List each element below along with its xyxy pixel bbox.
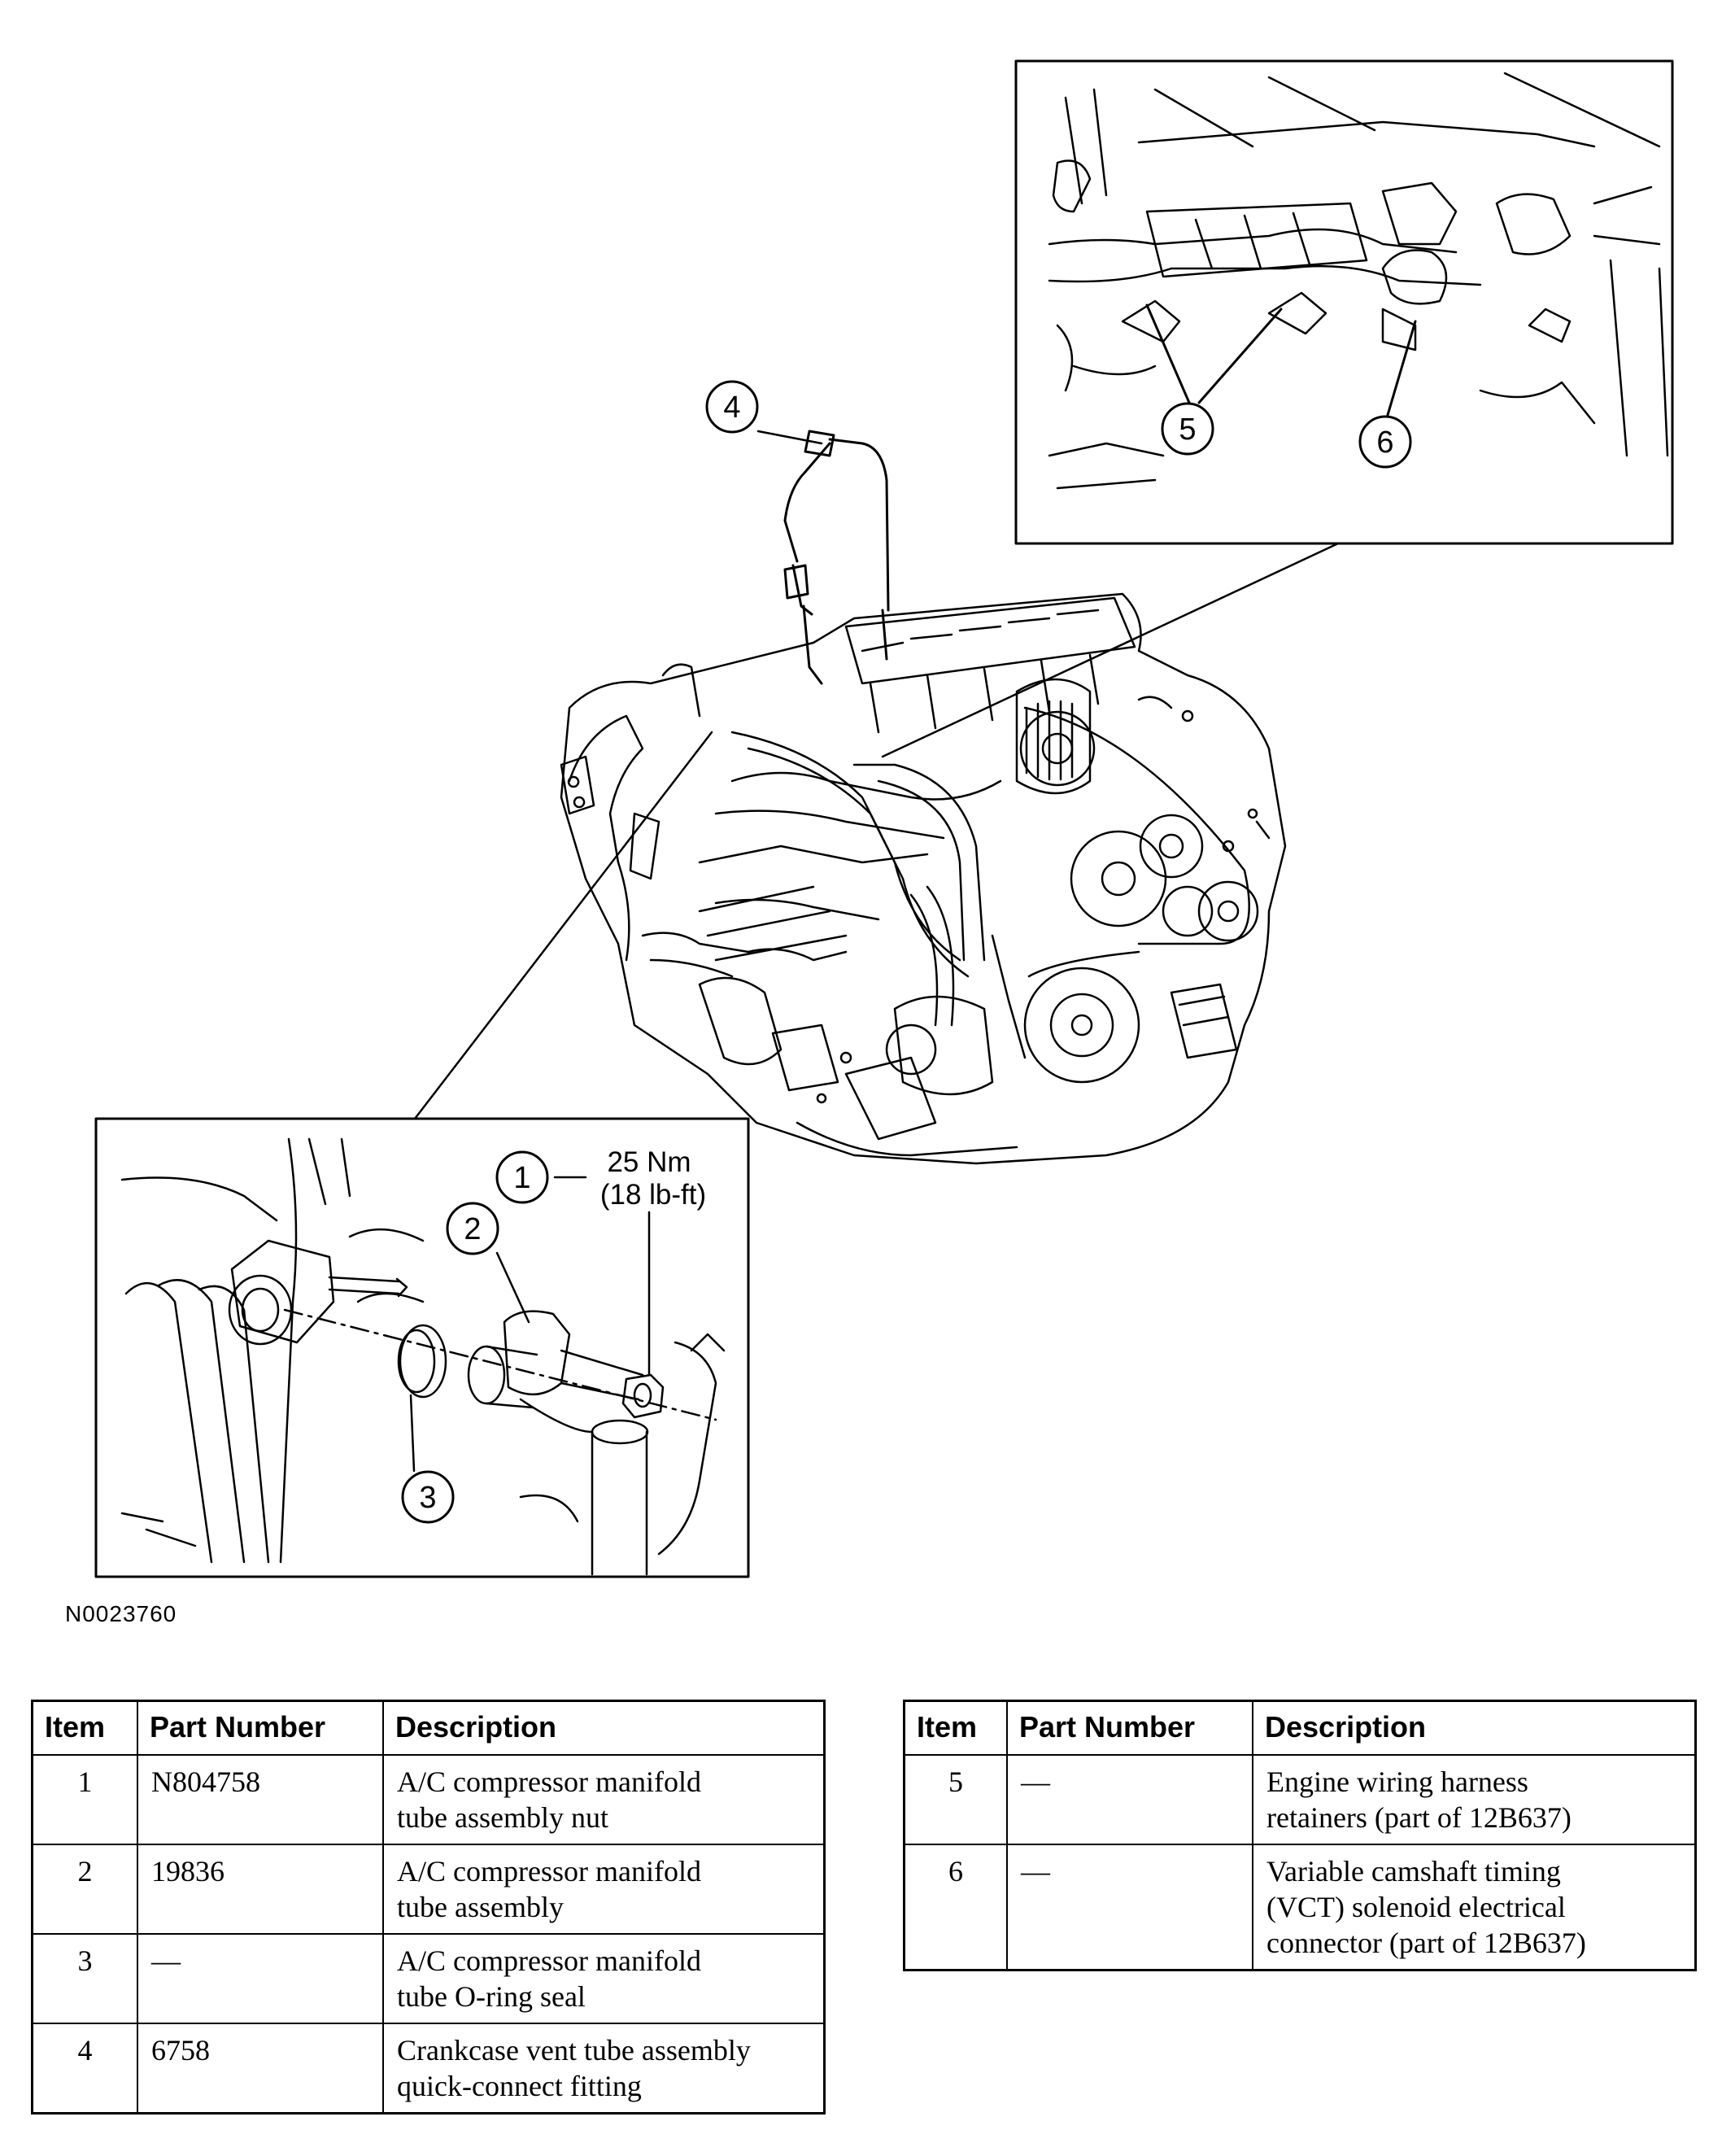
- description-line: connector (part of 12B637): [1266, 1927, 1586, 1959]
- cell-part-number: —: [1006, 1844, 1253, 1971]
- cell-item: 4: [31, 2023, 138, 2115]
- callout-1-label: 1: [513, 1161, 530, 1195]
- column-header-part-number: Part Number: [137, 1700, 384, 1756]
- cell-item: 6: [903, 1844, 1008, 1971]
- cell-item: 3: [31, 1933, 138, 2024]
- description-line: (VCT) solenoid electrical: [1266, 1891, 1566, 1923]
- detail-inset-top: [1014, 59, 1674, 545]
- cell-item: 1: [31, 1754, 138, 1845]
- description-line: tube assembly nut: [397, 1801, 608, 1834]
- cell-description: Variable camshaft timing(VCT) solenoid e…: [1252, 1844, 1697, 1971]
- cell-item: 5: [903, 1754, 1008, 1845]
- description-line: quick-connect fitting: [397, 2070, 642, 2102]
- description-line: A/C compressor manifold: [397, 1855, 701, 1888]
- cell-part-number: N804758: [137, 1754, 384, 1845]
- column-header-item: Item: [31, 1700, 138, 1756]
- table-header-row: Item Part Number Description: [903, 1700, 1697, 1756]
- callout-5: 5: [1161, 402, 1214, 456]
- cell-part-number: —: [1006, 1754, 1253, 1845]
- callout-3-label: 3: [419, 1481, 436, 1515]
- description-line: Crankcase vent tube assembly: [397, 2034, 751, 2067]
- callout-3: 3: [401, 1470, 455, 1524]
- torque-spec-nm: 25 Nm: [607, 1146, 691, 1178]
- engine-body: [560, 592, 1287, 1165]
- description-line: retainers (part of 12B637): [1266, 1801, 1572, 1834]
- table-header-row: Item Part Number Description: [31, 1700, 826, 1756]
- description-line: tube assembly: [397, 1891, 564, 1923]
- cell-item: 2: [31, 1844, 138, 1935]
- parts-table-right: Item Part Number Description 5 — Engine …: [903, 1700, 1697, 1971]
- parts-table-left: Item Part Number Description 1 N804758 A…: [31, 1700, 826, 2115]
- cell-part-number: 6758: [137, 2023, 384, 2115]
- callout-2: 2: [446, 1202, 499, 1255]
- cell-part-number: 19836: [137, 1844, 384, 1935]
- figure-id: N0023760: [65, 1601, 177, 1626]
- crankcase-vent-tube: [783, 430, 890, 685]
- column-header-item: Item: [903, 1700, 1008, 1756]
- detail-inset-bottom: [94, 1117, 750, 1578]
- callout-4-label: 4: [723, 391, 740, 425]
- callout-6-label: 6: [1376, 426, 1393, 460]
- table-row: 6 — Variable camshaft timing(VCT) soleno…: [903, 1844, 1697, 1971]
- column-header-description: Description: [1252, 1700, 1697, 1756]
- description-line: tube O-ring seal: [397, 1980, 586, 2013]
- column-header-description: Description: [382, 1700, 826, 1756]
- cell-part-number: —: [137, 1933, 384, 2024]
- callout-6: 6: [1358, 415, 1412, 469]
- description-line: A/C compressor manifold: [397, 1765, 701, 1798]
- inset-top-leader: [881, 542, 1340, 758]
- inset-bottom-leader: [413, 731, 713, 1120]
- callout-4: 4: [705, 380, 759, 434]
- description-line: Engine wiring harness: [1266, 1765, 1528, 1798]
- description-line: A/C compressor manifold: [397, 1944, 701, 1977]
- callout-4-leader: [756, 430, 823, 445]
- callout-2-label: 2: [464, 1212, 481, 1246]
- column-header-part-number: Part Number: [1006, 1700, 1253, 1756]
- callout-1: 1: [495, 1150, 549, 1204]
- description-line: Variable camshaft timing: [1266, 1855, 1561, 1888]
- torque-spec-lbft: (18 lb-ft): [600, 1179, 706, 1211]
- callout-5-label: 5: [1179, 412, 1196, 447]
